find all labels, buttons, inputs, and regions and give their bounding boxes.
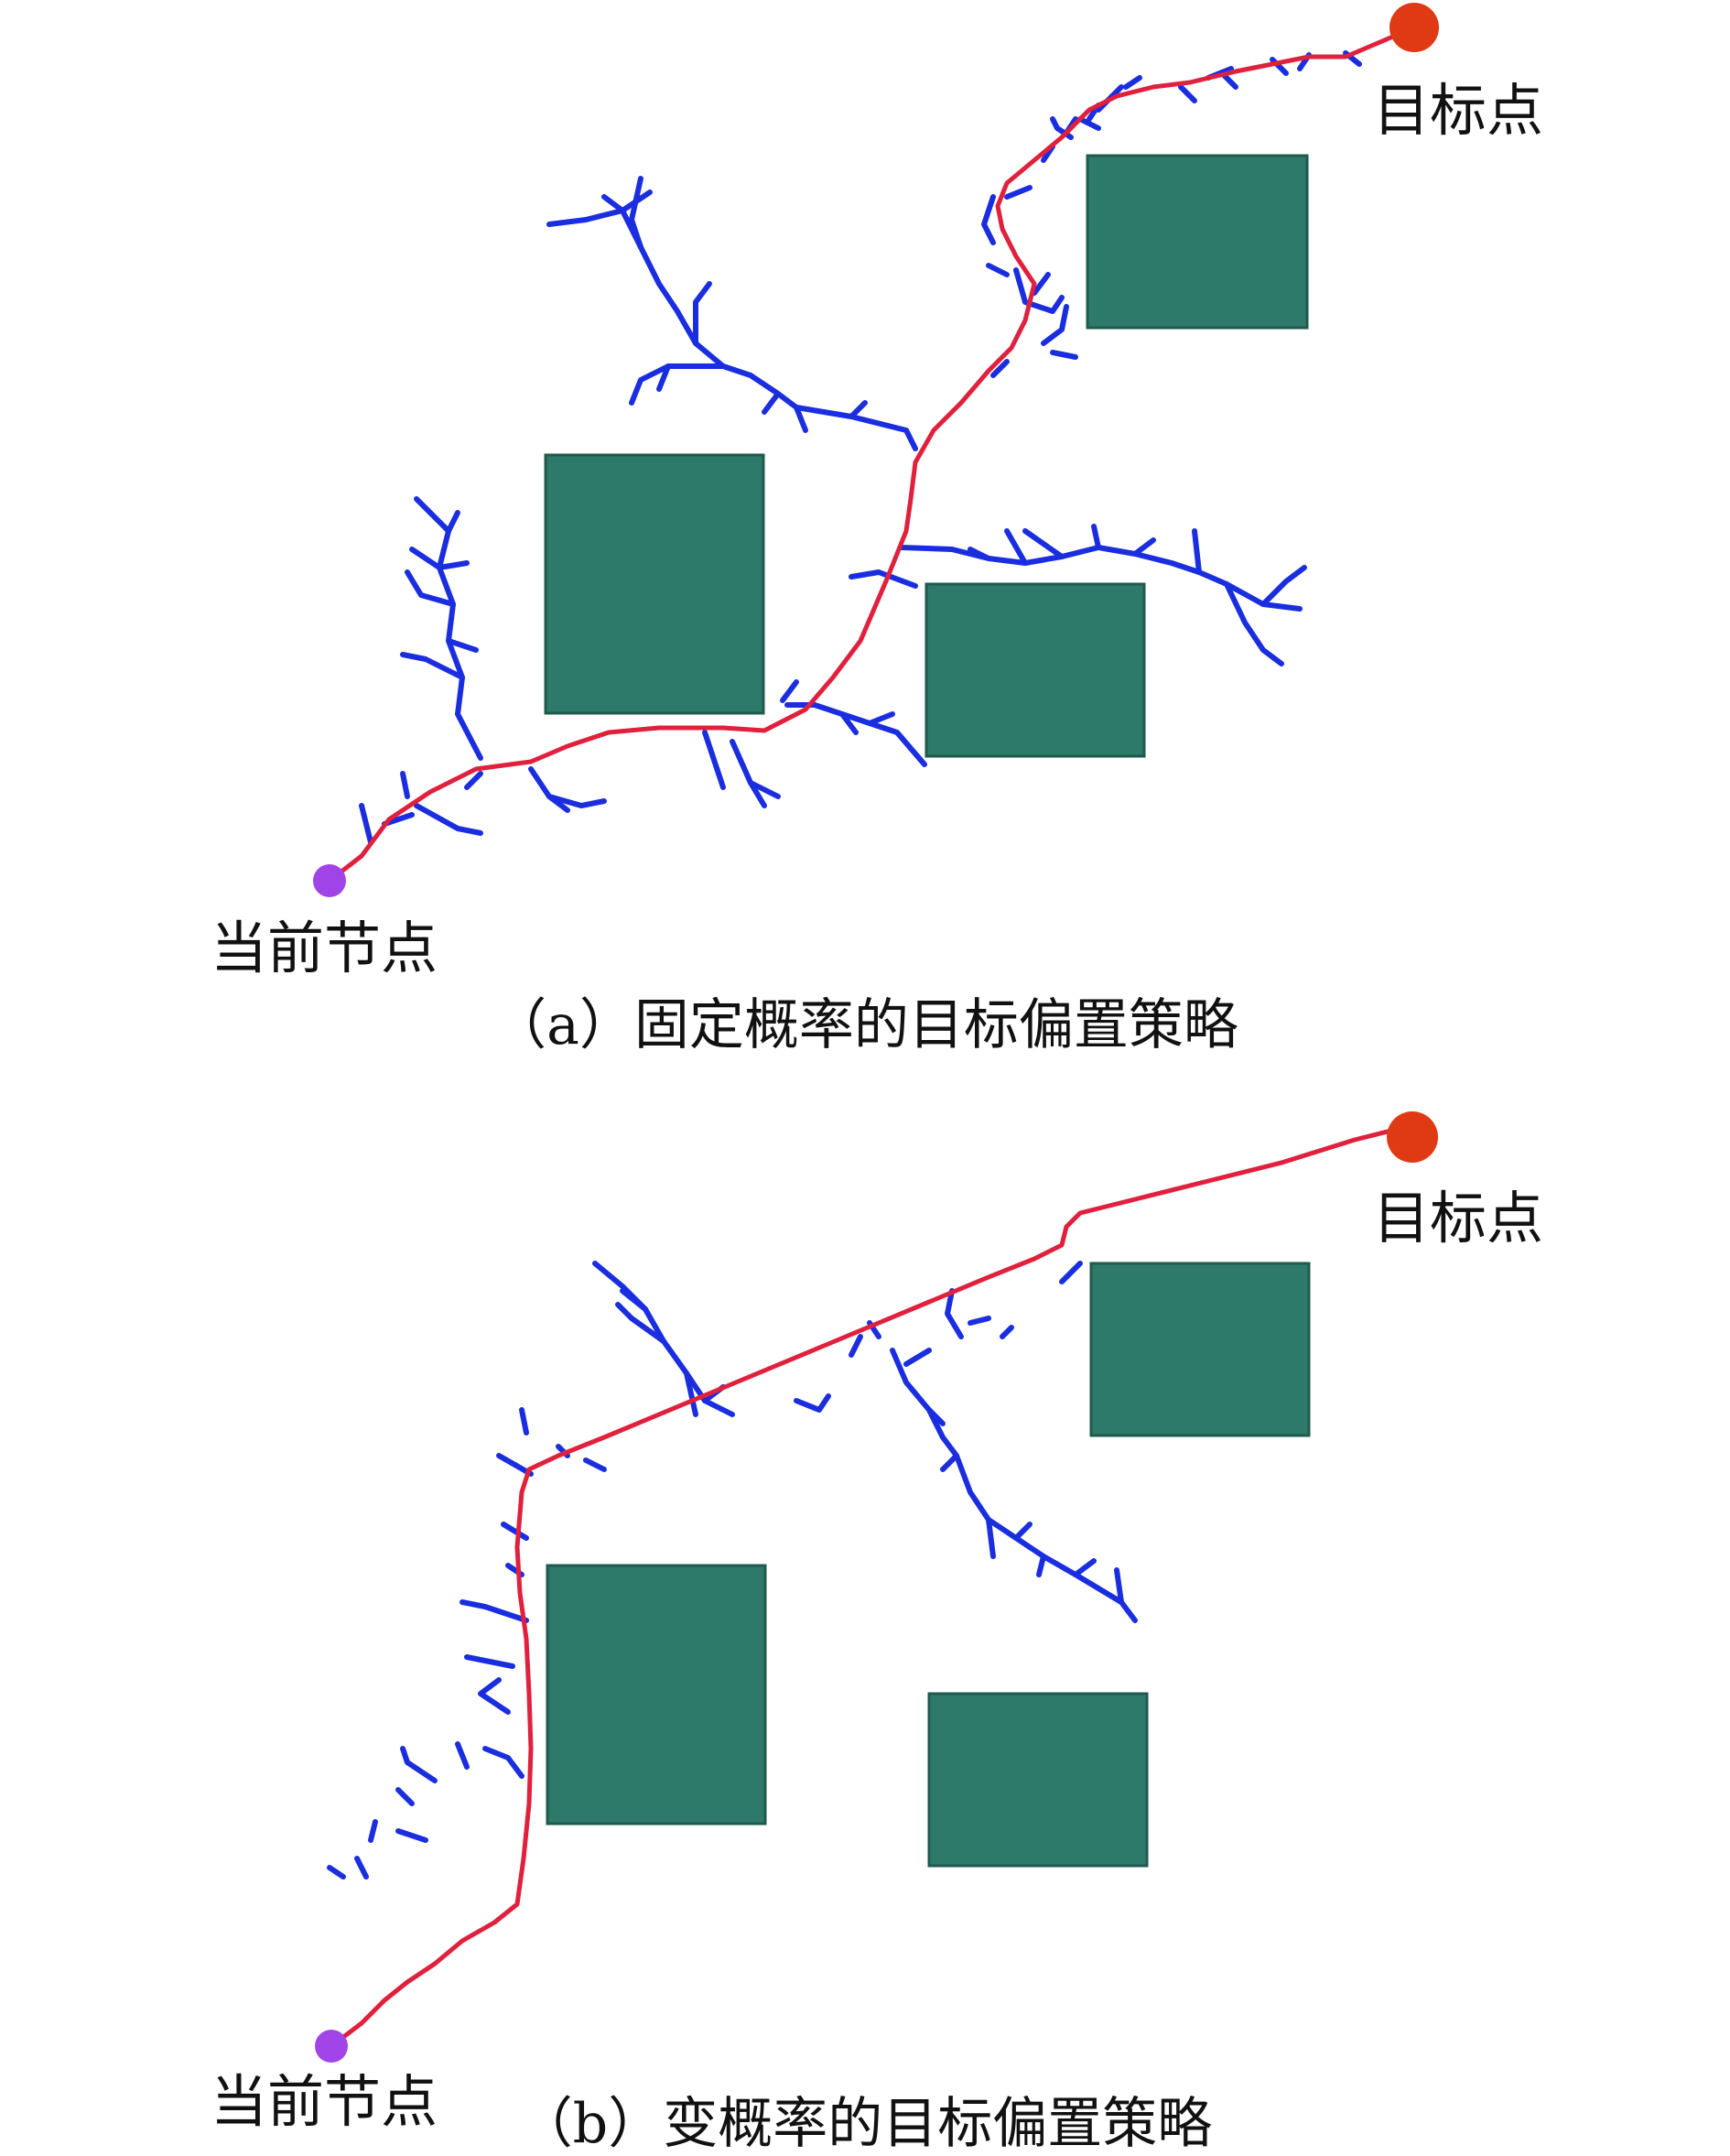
goal-label-b: 目标点	[1373, 1185, 1544, 1251]
obstacle-a-lower-right	[924, 582, 1146, 758]
caption-b: （b）变概率的目标偏置策略	[517, 2092, 1213, 2156]
start-node-a	[313, 864, 346, 897]
obstacle-b-left	[546, 1564, 767, 1826]
start-label-a: 当前节点	[211, 915, 438, 981]
path-b	[330, 1123, 1411, 2048]
tree-a	[359, 50, 1362, 845]
panel-a: 目标点 当前节点 （a）固定概率的目标偏置策略	[211, 3, 1544, 1057]
obstacle-a-top-right	[1086, 154, 1309, 330]
obstacle-b-lower-right	[927, 1692, 1149, 1868]
caption-a: （a）固定概率的目标偏置策略	[492, 993, 1238, 1057]
start-node-b	[315, 2030, 348, 2063]
obstacle-b-top-right	[1089, 1262, 1311, 1437]
goal-label-a: 目标点	[1373, 77, 1544, 144]
start-label-b: 当前节点	[211, 2068, 438, 2135]
tree-b	[327, 1261, 1138, 1880]
obstacle-a-left	[544, 453, 765, 715]
goal-point-a	[1389, 3, 1439, 52]
scene-a	[313, 3, 1439, 897]
scene-b	[315, 1111, 1438, 2063]
path-a	[328, 25, 1415, 883]
panel-b: 目标点 当前节点	[0, 1108, 1730, 2156]
goal-point-b	[1387, 1111, 1438, 1163]
